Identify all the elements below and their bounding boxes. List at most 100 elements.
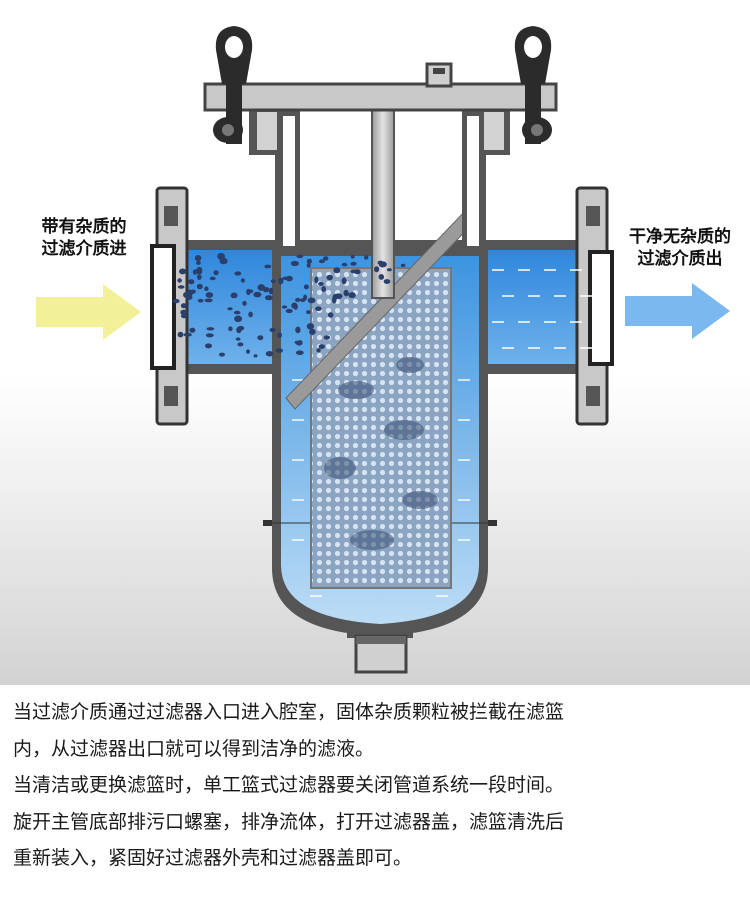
impurity-particle [295,350,304,356]
impurity-particle [309,328,316,335]
impurity-particle [248,311,253,318]
impurity-particle [257,335,264,341]
impurity-particle [316,348,321,353]
impurity-particle [303,284,309,290]
impurity-particle [318,281,324,286]
basket-filter-illustration [36,26,730,674]
impurity-particle [235,337,241,341]
impurity-particle [209,276,216,281]
impurity-particle [350,254,355,259]
impurity-particle [299,298,306,302]
impurity-particle [204,286,209,292]
impurity-particle [233,310,241,315]
impurity-particle [350,269,358,274]
caption-line: 内，从过滤器出口就可以得到洁净的滤液。 [13,737,375,760]
impurity-particle [180,303,187,309]
impurity-particle [177,331,184,338]
impurity-particle [378,274,385,280]
filter-cover [203,62,558,112]
impurity-particle [265,351,274,357]
outlet-label: 干净无杂质的 过滤介质出 [612,226,748,270]
outlet-flange [575,186,614,426]
drain-plug [347,626,413,674]
impurity-particles [172,252,406,358]
impurity-particle [343,289,349,297]
impurity-particle [270,279,276,283]
impurity-particle [179,268,187,275]
impurity-particle [217,252,226,260]
impurity-particle [275,348,284,353]
inlet-label: 带有杂质的 过滤介质进 [20,216,148,260]
inlet-label-line: 带有杂质的 [41,217,127,237]
impurity-particle [314,276,319,284]
impurity-particle [363,255,369,260]
impurity-particle [197,298,204,303]
impurity-particle [306,323,315,330]
impurity-particle [350,261,357,266]
impurity-particle [183,292,188,298]
impurity-particle [247,289,254,294]
impurity-particle [177,285,185,289]
impurity-particle [332,296,337,304]
impurity-particle [205,292,214,298]
impurity-particle [206,327,215,331]
impurity-particle [295,326,301,334]
impurity-particle [281,305,288,309]
filter-diagram: 带有杂质的 过滤介质进 干净无杂质的 过滤介质出 [0,0,750,685]
impurity-particle [205,333,214,338]
impurity-particle [230,292,238,299]
impurity-particle [285,308,293,314]
impurity-particle [187,289,193,297]
impurity-particle [374,266,380,273]
impurity-particle [318,259,325,264]
impurity-particle [387,268,392,272]
impurity-particle [378,261,387,268]
impurity-particle [326,274,334,281]
impurity-particle [285,275,293,282]
impurity-particle [296,254,304,259]
impurity-particle [196,283,203,290]
impurity-particle [290,260,299,267]
outlet-label-line: 过滤介质出 [637,249,723,269]
caption-text: 当过滤介质通过过滤器入口进入腔室，固体杂质颗粒被拦截在滤篮 内，从过滤器出口就可… [0,694,750,877]
impurity-particle [400,263,406,267]
impurity-particle [228,326,233,332]
caption-line: 当清洁或更换滤篮时，单工篮式过滤器要关闭管道系统一段时间。 [13,774,565,796]
impurity-particle [306,262,311,268]
impurity-particle [257,284,266,291]
outlet-arrow-icon [625,283,730,339]
impurity-particle [205,343,212,349]
impurity-particle [306,258,312,264]
impurity-particle [306,310,311,315]
impurity-particle [327,312,334,318]
impurity-particle [204,298,213,303]
caption-line: 当过滤介质通过过滤器入口进入腔室，固体杂质颗粒被拦截在滤篮 [13,701,565,723]
impurity-particle [180,309,188,316]
impurity-particle [341,262,348,267]
caption-line: 重新装入，紧固好过滤器外壳和过滤器盖即可。 [13,847,413,869]
filter-basket [310,267,452,589]
impurity-particle [323,335,331,340]
impurity-particle [264,264,272,269]
impurity-particle [253,291,262,298]
impurity-particle [321,286,327,292]
impurity-particle [237,325,245,331]
impurity-particle [348,292,356,299]
impurity-particle [253,354,258,358]
impurity-particle [333,267,341,274]
impurity-particle [318,344,325,349]
impurity-particle [183,332,192,337]
impurity-particle [227,307,233,311]
impurity-particle [172,298,180,304]
impurity-particle [177,278,182,283]
impurity-particle [298,340,303,346]
impurity-particle [295,297,301,302]
impurity-particle [341,277,347,285]
impurity-particle [268,287,274,295]
outlet-label-line: 干净无杂质的 [629,227,731,247]
impurity-particle [192,269,198,275]
inlet-label-line: 过滤介质进 [41,239,127,259]
impurity-particle [242,300,247,306]
impurity-particle [213,270,219,276]
impurity-particle [307,297,316,304]
